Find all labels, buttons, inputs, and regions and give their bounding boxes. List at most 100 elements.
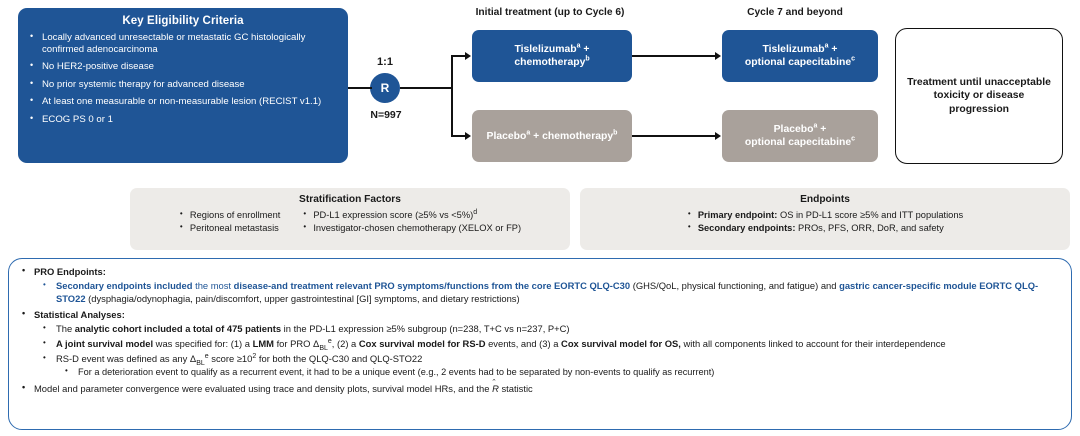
strat-pdl1-text: PD-L1 expression score (≥5% vs <5%) <box>313 210 474 220</box>
list-item: No prior systemic therapy for advanced d… <box>28 78 338 91</box>
pro-endpoints-heading: PRO Endpoints: <box>34 266 106 277</box>
pro-endpoints-section: PRO Endpoints: Secondary endpoints inclu… <box>19 264 1061 305</box>
arm-cycle7-experimental: Tislelizumaba + optional capecitabinec <box>722 30 878 82</box>
stats-plain-4a: Model and parameter convergence were eva… <box>34 382 493 394</box>
arm-label-tail: + <box>817 124 827 135</box>
pro-bold-2: disease-and treatment relevant PRO sympt… <box>233 280 631 291</box>
bottom-panel-list: PRO Endpoints: Secondary endpoints inclu… <box>19 264 1061 395</box>
connector-initial-to-cycle7-top <box>632 55 716 57</box>
stats-plain-2d: events, and (3) a <box>485 338 562 350</box>
arrow-head-bottom <box>465 131 471 140</box>
list-item: Investigator-chosen chemotherapy (XELOX … <box>302 221 521 235</box>
arm-label-line2: chemotherapy <box>514 57 586 68</box>
list-item: ECOG PS 0 or 1 <box>28 113 338 126</box>
r-hat-statistic: R <box>492 383 499 394</box>
stats-plain-3a: RS-D event was defined as any Δ <box>56 352 197 364</box>
footnote-marker: d <box>473 208 478 216</box>
stratification-factors-panel: Stratification Factors Regions of enroll… <box>130 188 570 250</box>
randomization-ratio: 1:1 <box>377 56 393 68</box>
primary-endpoint-text: OS in PD-L1 score ≥5% and ITT population… <box>777 210 964 220</box>
stats-bold-2a: A joint survival model <box>56 338 154 350</box>
exponent: 2 <box>252 352 257 360</box>
arm-label: Placebo <box>773 124 814 135</box>
list-item: At least one measurable or non-measurabl… <box>28 95 338 108</box>
connector-random-stem <box>400 87 452 89</box>
connector-initial-to-cycle7-bottom <box>632 135 716 137</box>
stats-plain-2b: for PRO Δ <box>273 338 320 350</box>
endpoints-list: Primary endpoint: OS in PD-L1 score ≥5% … <box>687 208 964 235</box>
arm-label: Placebo <box>486 130 527 142</box>
list-item: Regions of enrollment <box>179 208 280 222</box>
list-item: RS-D event was defined as any ΔBLe score… <box>34 351 1061 379</box>
footnote-marker: a <box>824 42 829 50</box>
randomization-node: R <box>370 73 400 103</box>
pro-endpoints-sublist: Secondary endpoints included the most di… <box>34 278 1061 305</box>
arm-cycle7-control: Placeboa + optional capecitabinec <box>722 110 878 162</box>
delta-subscript: BL <box>196 359 205 367</box>
list-item: Peritoneal metastasis <box>179 221 280 235</box>
list-item: Secondary endpoints: PROs, PFS, ORR, DoR… <box>687 221 963 235</box>
list-item: Locally advanced unresectable or metasta… <box>28 31 338 55</box>
list-item: The analytic cohort included a total of … <box>34 321 1061 335</box>
endpoints-title: Endpoints <box>800 194 850 205</box>
connector-eligibility-to-random <box>348 87 372 89</box>
arrow-head-cycle7-top <box>715 51 721 60</box>
arm-initial-experimental: Tislelizumaba + chemotherapyb <box>472 30 632 82</box>
eligibility-title: Key Eligibility Criteria <box>122 15 244 27</box>
column-header-initial-treatment: Initial treatment (up to Cycle 6) <box>475 7 625 18</box>
stratification-title: Stratification Factors <box>299 194 401 205</box>
connector-branch-top <box>451 55 466 57</box>
arrow-head-cycle7-bottom <box>715 131 721 140</box>
randomization-sample-size: N=997 <box>370 109 402 121</box>
stratification-column-left: Regions of enrollment Peritoneal metasta… <box>179 208 280 235</box>
eligibility-list: Locally advanced unresectable or metasta… <box>28 31 338 126</box>
secondary-endpoint-label: Secondary endpoints: <box>697 222 796 233</box>
statistical-analyses-heading: Statistical Analyses: <box>34 309 125 321</box>
arm-label-tail: + chemotherapy <box>530 130 614 142</box>
list-item: A joint survival model was specified for… <box>34 336 1061 352</box>
pro-and-statistics-panel: PRO Endpoints: Secondary endpoints inclu… <box>8 258 1072 430</box>
footnote-marker: b <box>585 55 590 63</box>
arrow-head-top <box>465 51 471 60</box>
arm-label-line2: optional capecitabine <box>744 137 852 148</box>
stats-plain-4b: statistic <box>498 382 533 394</box>
pro-plain-2: (GHS/QoL, physical functioning, and fati… <box>630 280 840 291</box>
stats-plain-2c: , (2) a <box>331 338 359 350</box>
stats-plain-1a: The <box>56 323 75 335</box>
stats-bold-2c: Cox survival model for RS-D <box>358 338 486 350</box>
treatment-duration-line1: Treatment until unacceptable <box>907 76 1051 88</box>
stats-bold-2b: LMM <box>252 338 274 350</box>
pro-plain-3: (dysphagia/odynophagia, pain/discomfort,… <box>85 293 520 305</box>
stats-plain-3b: score ≥10 <box>208 352 253 364</box>
stats-plain-1b: in the PD-L1 expression ≥5% subgroup (n=… <box>281 323 570 335</box>
deterioration-sublist: For a deterioration event to qualify as … <box>56 365 1061 379</box>
footnote-marker: a <box>576 42 581 50</box>
arm-label-line2: optional capecitabine <box>744 57 852 68</box>
column-header-cycle7: Cycle 7 and beyond <box>747 7 843 18</box>
list-item: For a deterioration event to qualify as … <box>56 365 1061 379</box>
stratification-column-right: PD-L1 expression score (≥5% vs <5%)d Inv… <box>302 208 521 235</box>
list-item: PD-L1 expression score (≥5% vs <5%)d <box>302 208 521 222</box>
arm-label-tail: + <box>580 44 590 55</box>
connector-split-vertical <box>451 55 453 136</box>
connector-branch-bottom <box>451 135 466 137</box>
arm-label: Tislelizumab <box>762 44 825 55</box>
secondary-endpoint-text: PROs, PFS, ORR, DoR, and safety <box>795 222 944 233</box>
statistical-analyses-sublist: The analytic cohort included a total of … <box>34 321 1061 379</box>
arm-initial-control: Placeboa + chemotherapyb <box>472 110 632 162</box>
convergence-bullet: Model and parameter convergence were eva… <box>19 381 1061 395</box>
list-item: Primary endpoint: OS in PD-L1 score ≥5% … <box>687 208 964 222</box>
pro-plain-1: the most <box>192 280 234 291</box>
stats-bold-1a: analytic cohort included a total of 475 … <box>74 323 282 335</box>
treatment-duration-line2: toxicity or disease progression <box>933 90 1025 115</box>
arm-label: Tislelizumab <box>514 44 577 55</box>
pro-bold-1: Secondary endpoints included <box>56 280 193 291</box>
footnote-marker: c <box>851 135 856 143</box>
list-item: No HER2-positive disease <box>28 60 338 73</box>
stats-bold-2d: Cox survival model for OS, <box>561 338 681 350</box>
eligibility-criteria-box: Key Eligibility Criteria Locally advance… <box>18 8 348 163</box>
primary-endpoint-label: Primary endpoint: <box>697 210 778 220</box>
stats-plain-2e: with all components linked to account fo… <box>680 338 946 350</box>
stats-plain-2a: was specified for: (1) a <box>153 338 253 350</box>
